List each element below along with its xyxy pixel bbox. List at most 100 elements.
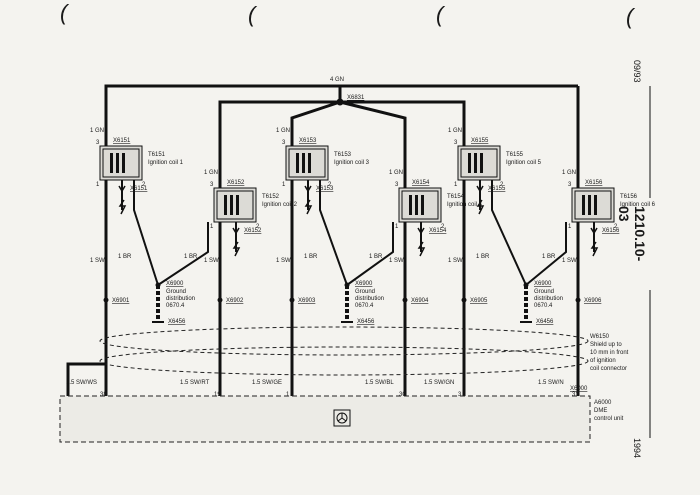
punch-mark: ( (626, 4, 636, 29)
ignition-coil-box (457, 145, 501, 181)
splice-label: X6831 (347, 95, 365, 101)
dme-pin-label: 3 (458, 392, 462, 398)
dme-pin-label: 19 (214, 392, 221, 398)
pin-label: 1 (395, 224, 399, 230)
ground-label: Ground (534, 289, 554, 295)
coil-description: Ignition coil 3 (334, 160, 370, 166)
ignition-coil-group (92, 140, 159, 428)
coil-id: T6152 (262, 194, 280, 200)
connector-label: X6152 (227, 180, 245, 186)
ground-label: Ground (166, 289, 186, 295)
pin-label: 3 (210, 182, 214, 188)
coil-id: T6151 (148, 152, 166, 158)
bottom-connector-label: X6904 (411, 298, 429, 304)
terminal-connector-label: X6152 (244, 228, 262, 234)
dme-connector: X6000 (570, 386, 588, 392)
punch-mark: ( (436, 2, 446, 27)
ground-label: Ground (355, 289, 375, 295)
ignition-coil-group (278, 140, 348, 428)
pin-label: 3 (96, 140, 100, 146)
wire-sw-label: 1 SW (562, 258, 577, 264)
connector-label: X6154 (412, 180, 430, 186)
margin-date: 09/93 (632, 60, 642, 83)
wire-br-label: 1 BR (304, 254, 318, 260)
pin-label: 1 (454, 182, 458, 188)
dme-pin-label: 30 (399, 392, 406, 398)
terminal-connector-label: X6153 (316, 186, 334, 192)
wire-br-label: 1 BR (118, 254, 132, 260)
punch-marks: ( ( ( ( (60, 0, 636, 29)
spark-icon (476, 199, 485, 215)
ignition-coil-group (157, 180, 257, 428)
feed-bus (104, 84, 580, 180)
wire-sw-label: 1 SW (90, 258, 105, 264)
wire-gauge-label: 1 GN (276, 128, 290, 134)
spark-icon (590, 241, 599, 257)
wire-gauge-label: 1 GN (448, 128, 462, 134)
dme-label: DME (594, 408, 607, 414)
bottom-connector-label: X6901 (112, 298, 130, 304)
punch-mark: ( (248, 2, 258, 27)
output-wire-label: 1.5 SW/GE (252, 380, 282, 386)
ground-label: distribution (166, 296, 195, 302)
output-wire-label: 1.5 SW/RT (180, 380, 210, 386)
pin-label: 3 (395, 182, 399, 188)
output-wire-label: 1.5 SW/BL (365, 380, 394, 386)
terminal-connector-label: X6156 (602, 228, 620, 234)
ground-connector: X6900 (355, 281, 373, 287)
connector-label: X6151 (113, 138, 131, 144)
terminal-connector-label: X6155 (488, 186, 506, 192)
ground-label: 0670.4 (534, 303, 553, 309)
ignition-coil-box (99, 145, 143, 181)
wire-sw-label: 1 SW (276, 258, 291, 264)
ignition-coil-box (571, 187, 615, 223)
pin-label: 2 (328, 182, 332, 188)
pin-label: 2 (256, 224, 260, 230)
pin-label: 3 (282, 140, 286, 146)
dme-label: control unit (594, 416, 624, 422)
pin-label: 1 (568, 224, 572, 230)
wire-gauge-label: 1 GN (90, 128, 104, 134)
pin-label: 3 (454, 140, 458, 146)
ignition-coil-box (213, 187, 257, 223)
output-wire-label: 1.5 SW/WS (66, 380, 97, 386)
ground-bottom-connector: X6456 (168, 319, 186, 325)
shield-text: Shield up to (590, 342, 622, 348)
dme-symbol-icon (333, 409, 351, 427)
ground-label: distribution (534, 296, 563, 302)
ground-label: 0670.4 (355, 303, 374, 309)
shield-text: of ignition (590, 358, 616, 364)
ground-label: distribution (355, 296, 384, 302)
wire-sw-label: 1 SW (389, 258, 404, 264)
ground-label: 0670.4 (166, 303, 185, 309)
pin-label: 1 (282, 182, 286, 188)
wire-gauge-label: 1 GN (204, 170, 218, 176)
terminal-connector-label: X6154 (429, 228, 447, 234)
ignition-coil-group (450, 140, 527, 428)
wire-sw-label: 1 SW (204, 258, 219, 264)
spark-icon (118, 199, 127, 215)
ignition-coil-box (285, 145, 329, 181)
punch-mark: ( (60, 0, 70, 25)
pin-label: 2 (142, 182, 146, 188)
wire-br-label: 1 BR (184, 254, 198, 260)
terminal-connector-label: X6151 (130, 186, 148, 192)
coil-id: T6154 (447, 194, 465, 200)
bottom-connector-label: X6903 (298, 298, 316, 304)
dme-pin-label: 31 (572, 392, 579, 398)
shield-w6150 (99, 326, 589, 376)
coil-description: Ignition coil 5 (506, 160, 542, 166)
margin-doc-number: 1210.10-03 (616, 206, 648, 262)
coil-id: T6156 (620, 194, 638, 200)
wire-gauge-label: 1 GN (562, 170, 576, 176)
bottom-connector-label: X6906 (584, 298, 602, 304)
pin-label: 1 (96, 182, 100, 188)
wire-br-label: 1 BR (369, 254, 383, 260)
spark-icon (232, 241, 241, 257)
connector-label: X6156 (585, 180, 603, 186)
ignition-coil-box (398, 187, 442, 223)
dme-pin-label: 38 (100, 392, 107, 398)
wire-br-label: 1 BR (476, 254, 490, 260)
